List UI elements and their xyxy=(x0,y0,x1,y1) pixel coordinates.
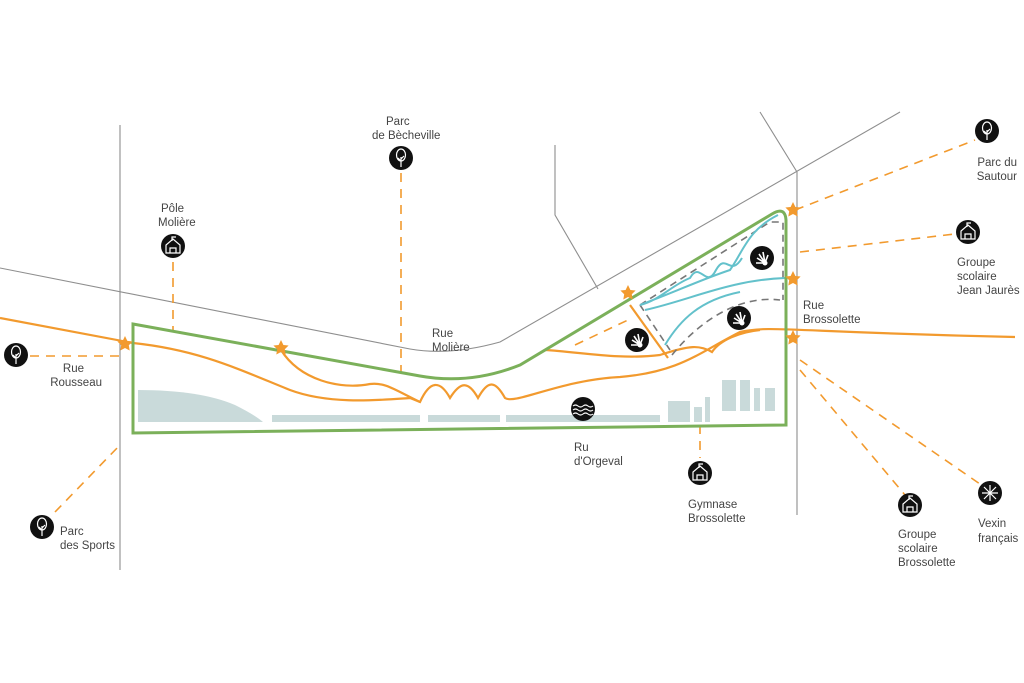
star-icon xyxy=(785,271,801,286)
pedestrian-paths xyxy=(0,304,1016,404)
access-points xyxy=(117,202,801,355)
sun-icon xyxy=(749,245,775,271)
school-icon xyxy=(160,233,186,259)
roads xyxy=(0,111,901,570)
tree-icon xyxy=(3,342,29,368)
asterisk-icon xyxy=(977,480,1003,506)
star-icon xyxy=(785,202,801,217)
school-icon xyxy=(897,492,923,518)
site-boundary xyxy=(131,209,788,435)
tree-icon xyxy=(974,118,1000,144)
water-icon xyxy=(570,396,596,422)
school-icon xyxy=(955,219,981,245)
sun-icon xyxy=(624,327,650,353)
sun-icon xyxy=(726,305,752,331)
road-brossolette xyxy=(759,111,798,515)
road-secondary xyxy=(554,145,599,290)
tree-icon xyxy=(29,514,55,540)
star-icon xyxy=(785,330,801,345)
road-moliere xyxy=(0,111,901,352)
connection-lines xyxy=(30,139,981,513)
garden-zone xyxy=(639,214,786,356)
school-icon xyxy=(687,460,713,486)
ru-orgeval-band xyxy=(138,380,775,422)
tree-icon xyxy=(388,145,414,171)
